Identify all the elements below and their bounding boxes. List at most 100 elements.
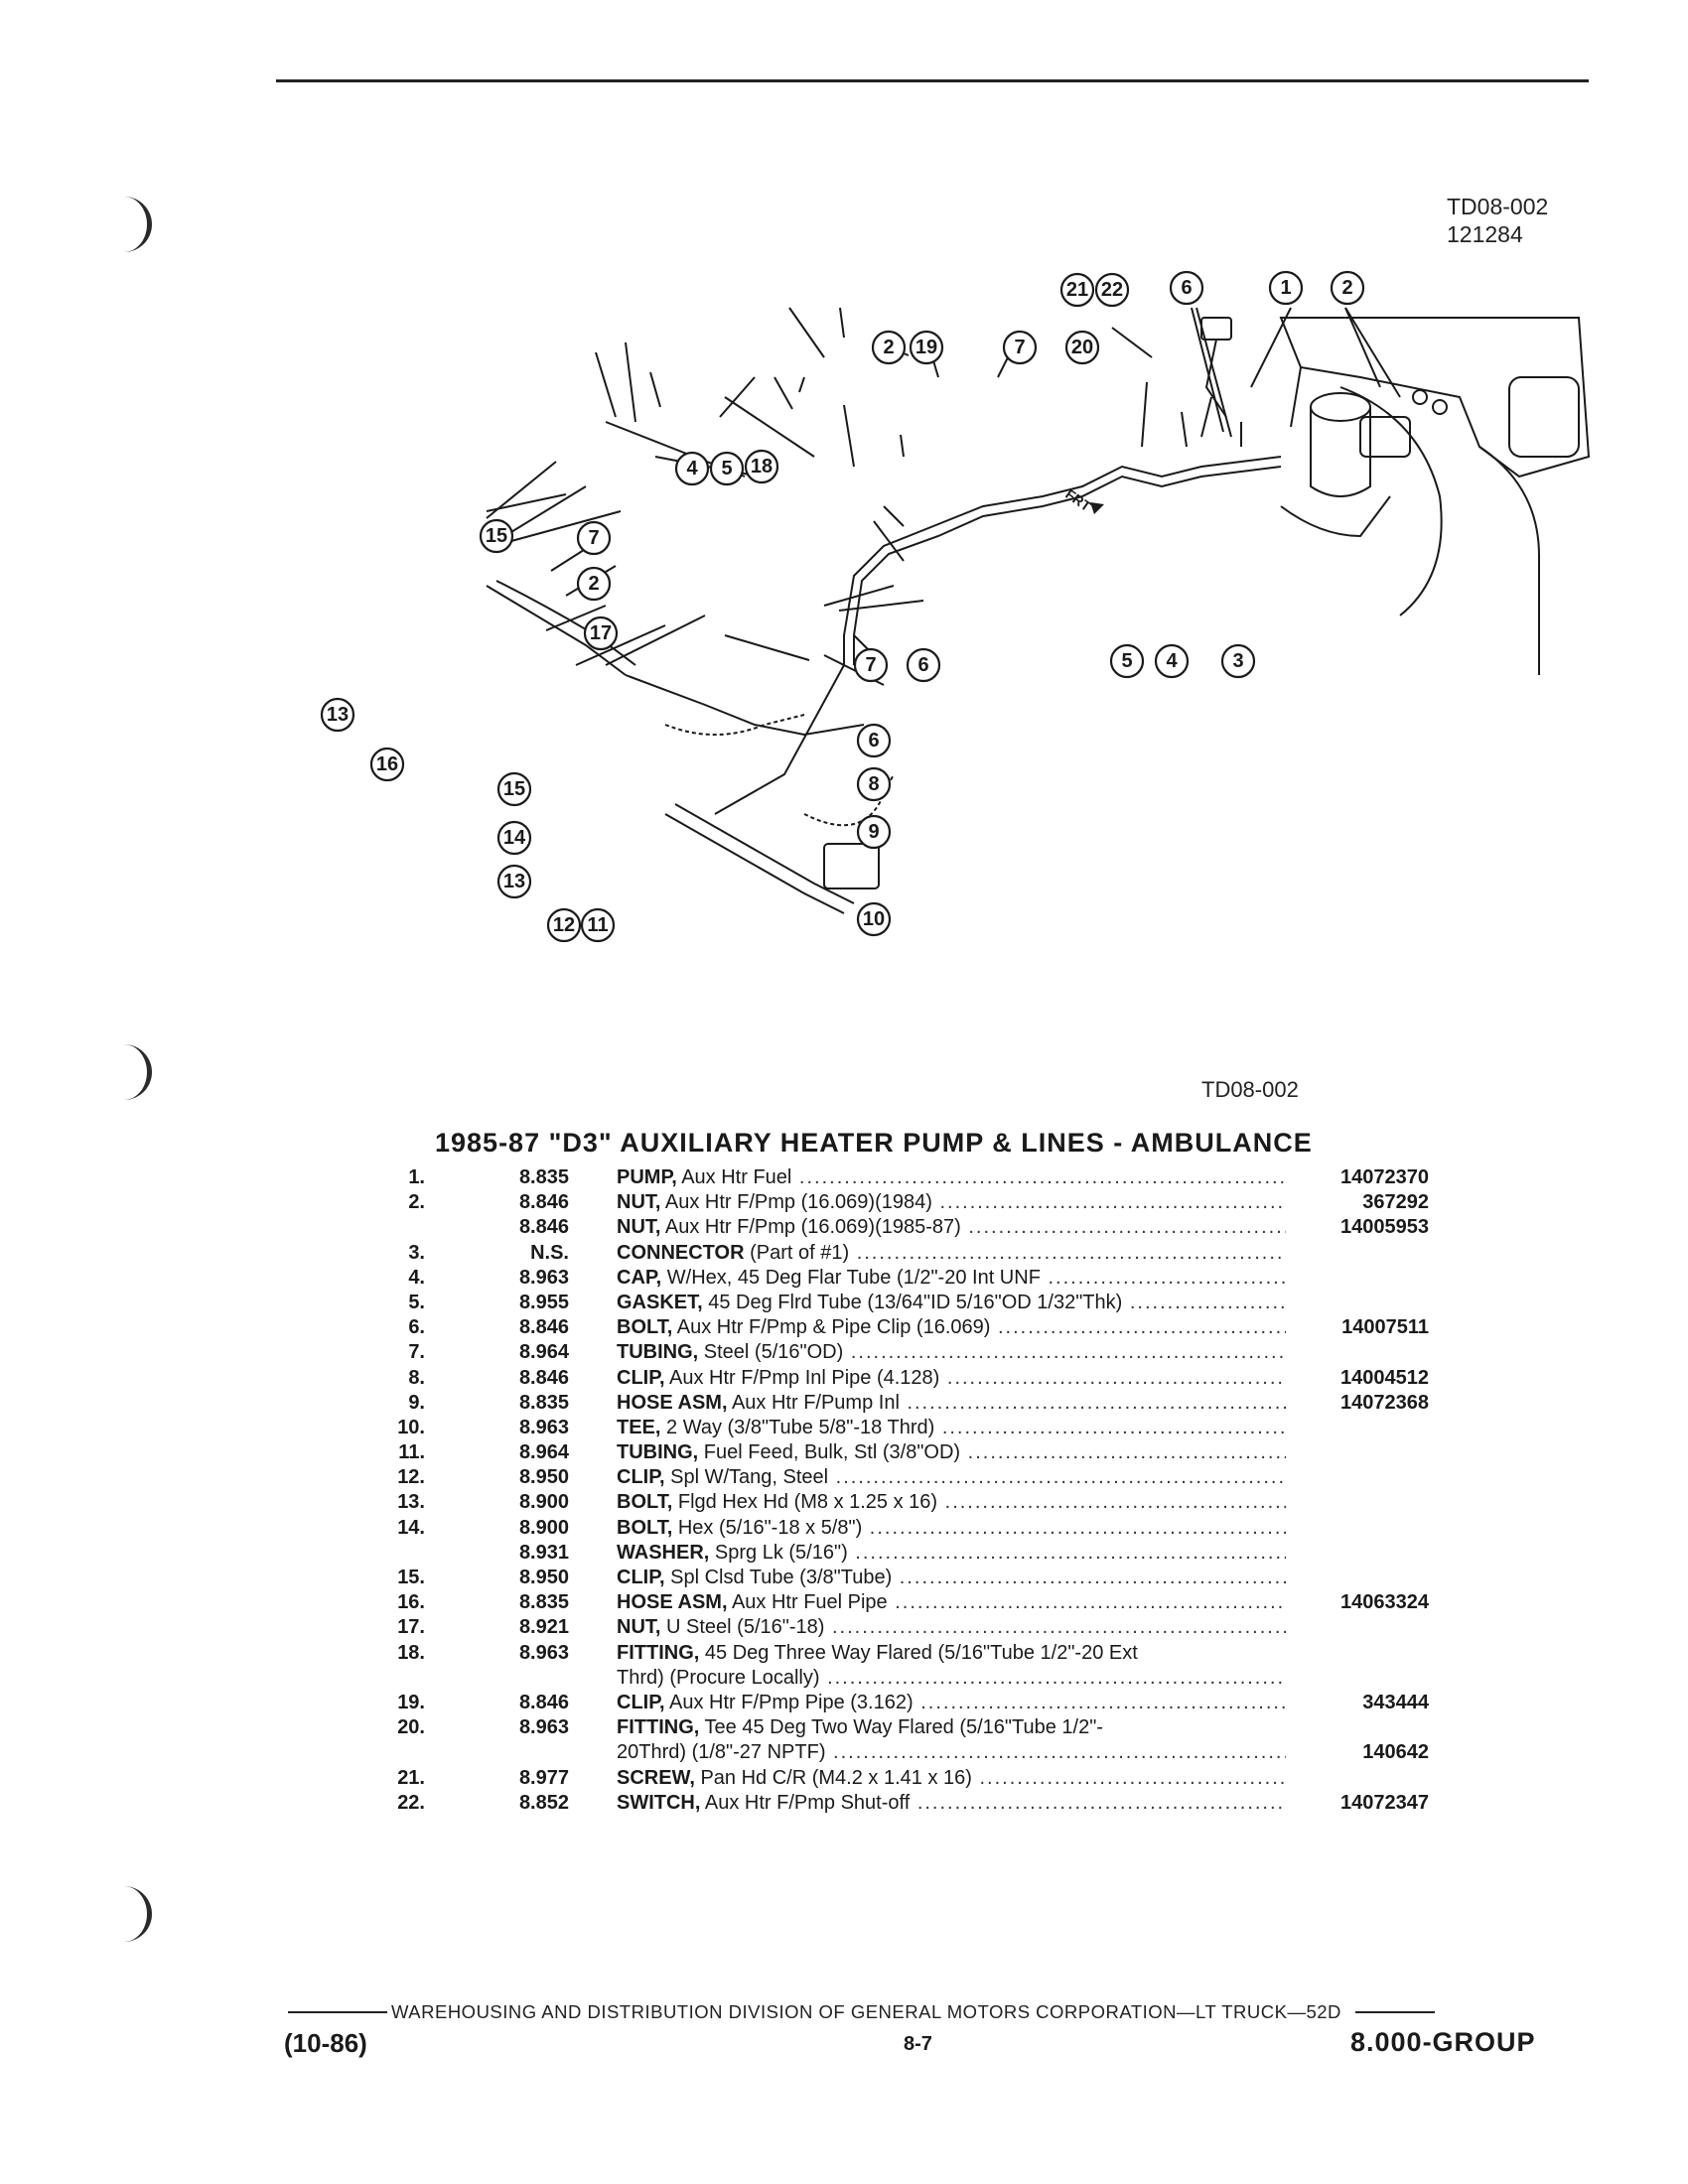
part-number: 140642 [1362,1741,1429,1764]
item-name: TUBING, [617,1441,699,1464]
part-number: 14007511 [1341,1316,1429,1339]
svg-text:4: 4 [686,458,698,479]
item-name: WASHER, [617,1541,710,1564]
item-number: 12. [397,1466,425,1489]
item-description: Thrd) (Procure Locally) ................… [617,1666,1286,1691]
item-name: PUMP, [617,1166,677,1188]
item-detail: Aux Htr F/Pmp Pipe (3.162) [669,1691,914,1713]
item-detail: Aux Htr Fuel [681,1166,792,1188]
leader-dots: ........................................… [895,1591,1286,1614]
item-detail: Steel (5/16"OD) [703,1341,844,1364]
item-name: FITTING, [617,1716,700,1739]
callout-14: 14 [496,820,532,856]
item-description: HOSE ASM, Aux Htr Fuel Pipe ............… [617,1590,1286,1615]
item-number: 2. [408,1191,425,1214]
footer-publisher-line: WAREHOUSING AND DISTRIBUTION DIVISION OF… [288,2001,1557,2023]
item-description: WASHER, Sprg Lk (5/16") ................… [617,1541,1286,1566]
svg-text:15: 15 [486,525,507,547]
item-name: HOSE ASM, [617,1591,728,1614]
item-name: CLIP, [617,1567,665,1588]
leader-dots: ........................................… [798,1166,1286,1188]
callout-1: 1 [1268,270,1304,306]
item-description: PUMP, Aux Htr Fuel .....................… [617,1165,1286,1190]
item-description: CLIP, Aux Htr F/Pmp Inl Pipe (4.128) ...… [617,1366,1286,1391]
page-title: 1985-87 "D3" AUXILIARY HEATER PUMP & LIN… [435,1128,1313,1158]
group-number: 8.835 [518,1166,569,1188]
item-detail: 2 Way (3/8"Tube 5/8"-18 Thrd) [666,1416,935,1438]
item-description: GASKET, 45 Deg Flrd Tube (13/64"ID 5/16"… [617,1291,1286,1315]
item-detail: Spl W/Tang, Steel [670,1466,829,1489]
item-detail: Pan Hd C/R (M4.2 x 1.41 x 16) [700,1766,972,1789]
item-description: CAP, W/Hex, 45 Deg Flar Tube (1/2"-20 In… [617,1266,1286,1291]
item-name: CLIP, [617,1691,665,1713]
leader-dots: ........................................… [899,1567,1286,1588]
fuel-tubing [486,456,1282,914]
group-number: 8.963 [518,1416,569,1438]
svg-text:19: 19 [915,337,937,358]
item-number: 8. [408,1366,425,1389]
item-description: CLIP, Spl W/Tang, Steel ................… [617,1465,1286,1490]
group-number: 8.950 [518,1567,569,1588]
callout-6: 6 [906,647,941,683]
footer-group: 8.000-GROUP [1350,2027,1536,2057]
item-description: FITTING, 45 Deg Three Way Flared (5/16"T… [617,1641,1286,1666]
group-number: 8.846 [518,1366,569,1389]
svg-text:15: 15 [503,778,525,800]
svg-text:22: 22 [1101,279,1123,301]
leader-dots: ........................................… [946,1366,1286,1389]
leader-dots: ........................................… [907,1391,1286,1414]
item-name: CONNECTOR [617,1241,745,1264]
callout-11: 11 [580,907,616,943]
group-number: 8.963 [518,1641,569,1664]
item-description: SCREW, Pan Hd C/R (M4.2 x 1.41 x 16) ...… [617,1766,1286,1791]
callout-19: 19 [909,330,944,365]
item-detail: Aux Htr F/Pmp (16.069)(1985-87) [664,1216,961,1239]
parts-row: Thrd) (Procure Locally) ................… [377,1666,1430,1691]
svg-text:2: 2 [588,573,599,595]
item-number: 6. [408,1316,425,1339]
leader-dots: ........................................… [1048,1266,1286,1289]
leader-dots: ........................................… [967,1441,1286,1464]
item-name: FITTING, [617,1641,700,1664]
callout-5: 5 [709,451,745,486]
callout-9: 9 [856,814,892,850]
svg-text:5: 5 [1121,650,1132,672]
callout-3: 3 [1220,643,1256,679]
leader-dots: ........................................… [920,1691,1286,1713]
item-number: 19. [397,1691,425,1713]
vehicle-body-outline [1279,317,1591,675]
svg-text:7: 7 [588,527,599,549]
item-number: 18. [397,1641,425,1664]
footer-date: (10-86) [284,2028,367,2058]
group-number: 8.846 [518,1316,569,1339]
callout-2: 2 [1330,270,1365,306]
item-description: TUBING, Steel (5/16"OD) ................… [617,1340,1286,1365]
part-number: 14004512 [1340,1366,1429,1389]
item-number: 4. [408,1266,425,1289]
callout-18: 18 [744,449,779,484]
svg-text:20: 20 [1071,337,1093,358]
parts-row: 8. 8.846 CLIP, Aux Htr F/Pmp Inl Pipe (4.1… [377,1366,1430,1391]
item-name: BOLT, [617,1491,673,1514]
callout-7: 7 [1002,330,1038,365]
svg-text:3: 3 [1232,650,1243,672]
svg-text:21: 21 [1066,279,1088,301]
part-number: 343444 [1362,1691,1429,1713]
item-name: NUT, [617,1616,661,1639]
item-detail: Aux Htr F/Pmp Inl Pipe (4.128) [669,1366,940,1389]
svg-text:17: 17 [590,622,612,644]
callout-2: 2 [576,566,612,602]
braided-hoses [664,714,895,827]
item-number: 17. [397,1616,425,1639]
group-number: 8.963 [518,1716,569,1739]
